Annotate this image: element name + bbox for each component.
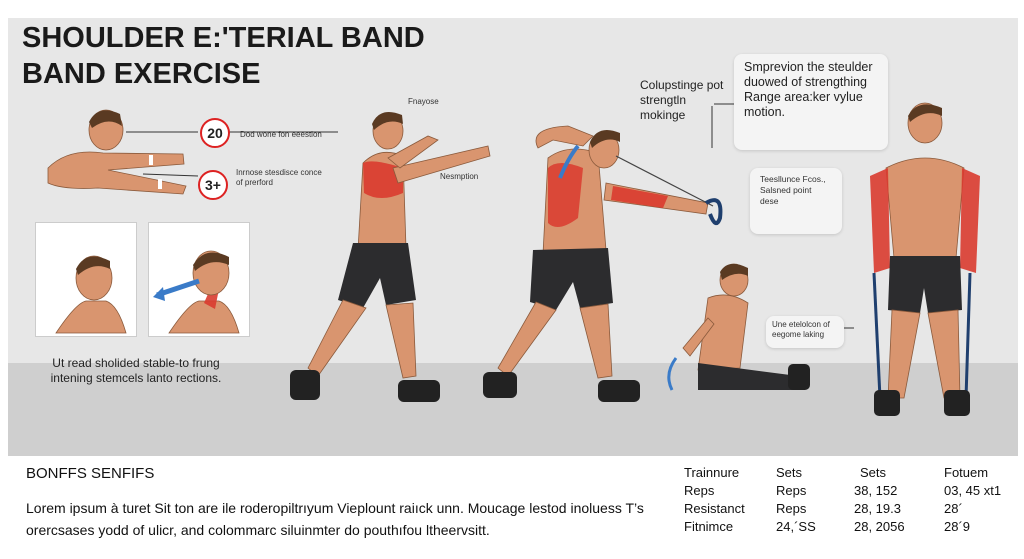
callout-top-text: Smprevion the steulder duowed of strengt… [744, 60, 873, 119]
stats-table: Trainnure Sets Sets Fotuem Reps Reps 38,… [684, 463, 1014, 535]
callout-top: Smprevion the steulder duowed of strengt… [734, 54, 888, 150]
title-line-2: BAND EXERCISE [22, 58, 261, 90]
table-cell: 24,´SS [776, 518, 816, 534]
table-header: Fotuem [944, 464, 989, 480]
table-cell: Resistanct [684, 500, 745, 516]
title-line-1: SHOULDER E:'TERIAL BAND [22, 22, 425, 54]
table-cell: Reps [684, 482, 715, 498]
table-header: Sets [860, 464, 887, 480]
left-note: Ut read sholided stable-to frung intenin… [50, 356, 222, 385]
badge2-arrow [142, 173, 199, 177]
pointer-mid-label: Nesmption [440, 172, 479, 181]
table-cell: 28´9 [944, 518, 971, 534]
callout-low: Une etelolcon of eegome laking [766, 316, 844, 348]
table-header: Sets [776, 464, 803, 480]
figure-standing-front [870, 102, 980, 416]
table-cell: 28, 19.3 [854, 500, 901, 516]
callout-mid: Teesllunce Fcos., Salsned point dese [750, 168, 842, 234]
thumbnail-neck-stretch [148, 222, 250, 337]
table-cell: Fitnimce [684, 518, 734, 534]
figure-standing-reach [290, 112, 491, 402]
page-title: SHOULDER E:'TERIAL BAND BAND EXERCISE [22, 20, 425, 92]
callout-mid-text: Teesllunce Fcos., Salsned point dese [760, 174, 826, 206]
table-cell: 38, 152 [854, 482, 898, 498]
center-note: Colupstinge pot strengtln mokinge [640, 78, 724, 122]
figure-reach-closeup [47, 109, 187, 195]
table-cell: 28, 2056 [854, 518, 905, 534]
table-row: Fitnimce 24,´SS 28, 2056 28´9 [684, 517, 1014, 535]
table-cell: 28´ [944, 500, 963, 516]
table-header-row: Trainnure Sets Sets Fotuem [684, 463, 1014, 481]
figure-seated-stretch [667, 263, 810, 391]
reps-badge: 20 [200, 118, 230, 148]
table-cell: 03, 45 xt1 [944, 482, 1002, 498]
figure-band-rotation [483, 125, 723, 402]
badge1-note: Dod wone fon eeestion [240, 130, 322, 139]
sets-badge: 3+ [198, 170, 228, 200]
table-header: Trainnure [684, 464, 740, 480]
table-cell: Reps [776, 500, 807, 516]
description-text: Lorem ipsum à turet Sit ton are ile rode… [26, 500, 644, 538]
callout-low-text: Une etelolcon of eegome laking [772, 320, 830, 339]
table-row: Reps Reps 38, 152 03, 45 xt1 [684, 481, 1014, 499]
exercise-figures [47, 102, 980, 416]
table-row: Resistanct Reps 28, 19.3 28´ [684, 499, 1014, 517]
table-cell: Reps [776, 482, 807, 498]
pointer-top-label: Fnayose [408, 97, 439, 106]
badge2-note: Inrnose stesdisce conce of prerford [236, 168, 322, 187]
section-title: BONFFS SENFIFS [26, 465, 155, 482]
thumbnail-neck-profile [35, 222, 137, 337]
